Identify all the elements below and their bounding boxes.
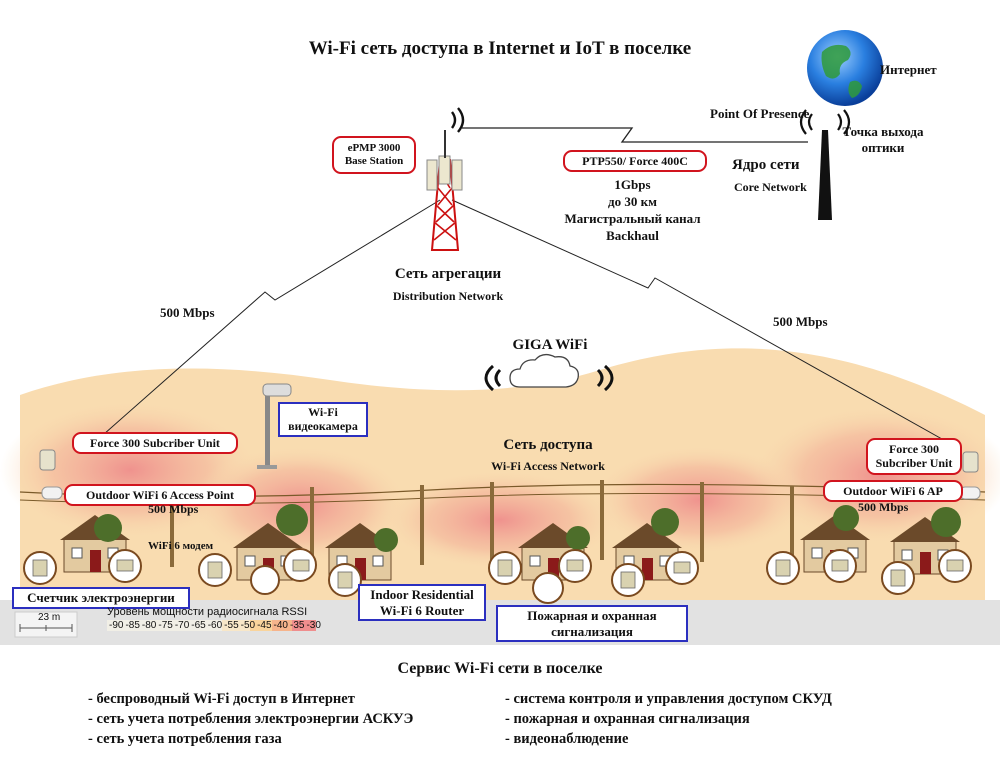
ap-left-speed: 500 Mbps — [148, 502, 199, 516]
service-item: - система контроля и управления доступом… — [505, 691, 832, 707]
ptp-radio-box: PTP550/ Force 400C — [563, 150, 707, 173]
internet-label: Интернет — [880, 62, 937, 77]
pop-label: Point Of Presence — [710, 106, 810, 121]
core-label-ru: Ядро сети — [732, 157, 800, 173]
power-poles — [170, 480, 794, 567]
rssi-scale-bar — [107, 620, 316, 631]
access-label-ru: Сеть доступа — [503, 437, 593, 453]
su-device-left — [39, 449, 56, 471]
service-item: - пожарная и охранная сигнализация — [505, 711, 750, 727]
ap-device-left — [41, 486, 63, 500]
link-line-left — [94, 199, 441, 443]
globe-icon — [807, 30, 883, 106]
giga-wifi-cloud-icon — [484, 353, 614, 392]
aggregation-tower — [426, 107, 465, 251]
core-label-en: Core Network — [734, 180, 807, 194]
su-left-box: Force 300 Subcriber Unit — [72, 432, 238, 455]
service-item: - сеть учета потребления электроэнергии … — [88, 711, 414, 727]
service-item: - видеонаблюдение — [505, 731, 629, 747]
camera-pole — [257, 383, 292, 469]
device-icons — [32, 559, 964, 589]
service-item: - беспроводный Wi-Fi доступ в Интернет — [88, 691, 355, 707]
services-left-list: - беспроводный Wi-Fi доступ в Интернет -… — [88, 689, 413, 749]
ap-left-box: Outdoor WiFi 6 Access Point — [64, 484, 256, 507]
rssi-title: Уровень мощности радиосигнала RSSI — [107, 606, 308, 618]
su-device-right — [962, 451, 979, 473]
page-title: Wi-Fi сеть доступа в Internet и IoT в по… — [308, 38, 692, 59]
distance-scale — [14, 611, 78, 638]
link-speed-left: 500 Mbps — [160, 305, 215, 320]
service-item: - сеть учета потребления газа — [88, 731, 282, 747]
giga-wifi-label: GIGA WiFi — [512, 337, 588, 353]
link-line-right — [451, 199, 959, 449]
link-speed-right: 500 Mbps — [773, 314, 828, 329]
ap-right-speed: 500 Mbps — [858, 500, 909, 514]
aggregation-label-ru: Сеть агрегации — [394, 266, 502, 282]
ap-device-right — [959, 486, 981, 500]
ap-right-box: Outdoor WiFi 6 AP — [823, 480, 963, 503]
trees — [94, 504, 961, 552]
services-title: Сервис Wi-Fi сети в поселке — [397, 660, 603, 677]
distance-scale-label: 23 m — [38, 612, 61, 623]
access-label-en: Wi-Fi Access Network — [491, 459, 605, 473]
aggregation-label-en: Distribution Network — [392, 289, 504, 303]
modem-label: WiFi 6 модем — [148, 540, 214, 552]
meter-box: Счетчик электроэнергии — [12, 587, 190, 609]
rssi-values: -90-85-80-75-70-65-60-55-50-45-40-35-30 — [109, 620, 321, 631]
services-right-list: - система контроля и управления доступом… — [505, 689, 832, 749]
backhaul-line — [462, 127, 808, 143]
core-mast — [799, 109, 851, 220]
